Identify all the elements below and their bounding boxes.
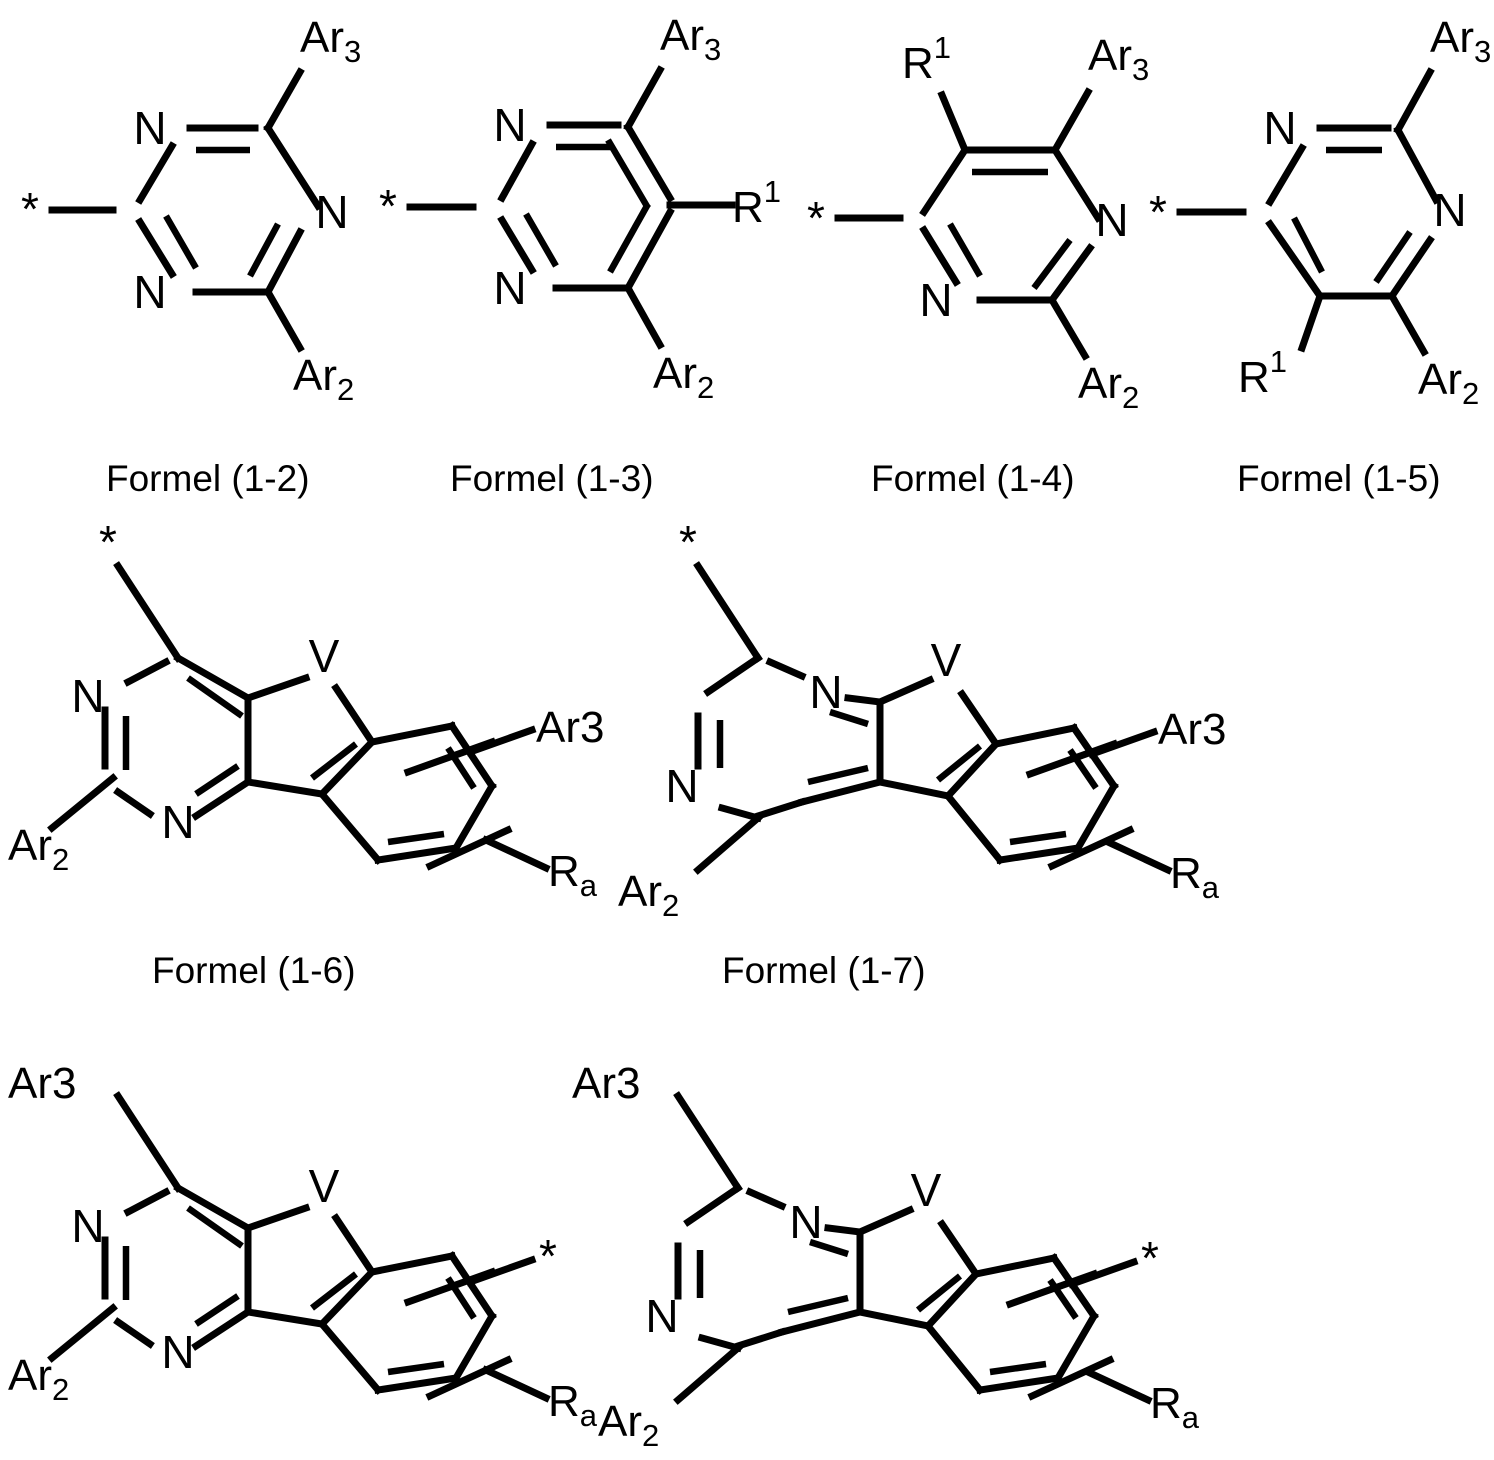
caption-formel-1-6: Formel (1-6) [152,950,356,991]
nitrogen-atom-label: N [919,274,952,326]
ring-bonds-five-membered [855,1205,981,1331]
nitrogen-atom-label: N [789,1196,822,1248]
structure-formel-1-3: N N * Ar3 R1 Ar2 [360,0,781,430]
v-atom-label: V [309,1160,340,1212]
attachment-point-asterisk: * [807,192,825,244]
attachment-point-asterisk: * [679,516,697,568]
attachment-point-asterisk: * [21,183,39,235]
ring-bonds-pyrazine [674,1183,865,1353]
ar2-label: Ar2 [598,1397,659,1453]
caption-formel-1-4: Formel (1-4) [871,458,1075,499]
ar3-label: Ar3 [660,11,721,67]
substituent-bonds [406,65,736,350]
ar2-label: Ar2 [1418,355,1479,411]
ar3-label: Ar3 [536,703,604,752]
structure-formel-1-2: N N N * Ar3 Ar2 [0,0,380,430]
structure-formel-1-7: N N V * Ar2 Ar3 Ra [580,516,1226,930]
ring-bonds-benzene [317,1251,497,1395]
ar3-label: Ar3 [1430,13,1491,69]
ring-bonds-triazine [135,123,323,297]
structure-formel-1-4: N N * R1 Ar3 Ar2 [790,0,1190,430]
v-atom-label: V [931,634,962,686]
attachment-point-asterisk: * [1149,186,1167,238]
attachment-point-asterisk: * [379,180,397,232]
nitrogen-atom-label: N [1263,102,1296,154]
substituent-bonds [1176,67,1435,357]
nitrogen-atom-label: N [133,102,166,154]
ar2-label: Ar2 [618,867,679,923]
ra-label: Ra [1170,849,1220,905]
attachment-point-asterisk: * [539,1230,557,1282]
ring-bonds-five-membered [243,673,377,799]
nitrogen-atom-label: N [315,186,348,238]
ring-bonds-pyrimidine [919,145,1103,305]
structure-formel-1-8: N N V Ar3 Ar2 * Ra [0,1059,640,1460]
attachment-point-asterisk: * [1141,1232,1159,1284]
nitrogen-atom-label: N [161,796,194,848]
nitrogen-atom-label: N [71,1200,104,1252]
ar2-label: Ar2 [1078,359,1139,415]
ar3-label: Ar3 [300,13,361,69]
v-atom-label: V [309,630,340,682]
substituent-bonds [47,1091,551,1403]
ar3-label: Ar3 [8,1059,76,1108]
substituent-bonds [47,561,551,873]
ar2-label: Ar2 [653,349,714,405]
nitrogen-atom-label: N [493,99,526,151]
ar3-label: Ar3 [572,1059,640,1108]
structure-formel-1-6: N N V * Ar2 Ar3 Ra [0,516,640,930]
structure-formel-1-5: N N * Ar3 R1 Ar2 [1130,0,1494,430]
nitrogen-atom-label: N [161,1326,194,1378]
caption-formel-1-3: Formel (1-3) [450,458,654,499]
ra-label: Ra [1150,1379,1200,1435]
caption-formel-1-5: Formel (1-5) [1237,458,1441,499]
caption-formel-1-7: Formel (1-7) [722,950,926,991]
nitrogen-atom-label: N [1433,184,1466,236]
ring-bonds-benzene [943,723,1119,865]
ring-bonds-five-membered [875,675,1001,801]
substituent-bonds [693,561,1173,875]
attachment-point-asterisk: * [99,516,117,568]
ar2-label: Ar2 [8,821,69,877]
ring-bonds-pyrimidine [1265,124,1441,301]
ar3-label: Ar3 [1158,705,1226,754]
ra-label: Ra [548,1377,598,1433]
ring-bonds-five-membered [243,1203,377,1329]
ring-bonds-pyrimidine [101,1183,253,1351]
structure-formel-1-9: N N V Ar3 Ar2 * Ra [560,1059,1200,1460]
ring-bonds-pyrimidine [497,121,675,293]
nitrogen-atom-label: N [133,266,166,318]
ar3-label: Ar3 [1088,31,1149,87]
substituent-bonds [834,87,1093,361]
nitrogen-atom-label: N [665,760,698,812]
ra-label: Ra [548,847,598,903]
substituent-bonds [48,67,305,353]
r1-label: R1 [1238,344,1287,402]
nitrogen-atom-label: N [645,1290,678,1342]
substituent-bonds [673,1091,1153,1405]
ring-bonds-benzene [317,721,497,865]
v-atom-label: V [911,1164,942,1216]
nitrogen-atom-label: N [1095,194,1128,246]
ring-bonds-pyrazine [694,653,885,823]
caption-formel-1-2: Formel (1-2) [106,458,310,499]
r1-label: R1 [902,30,951,88]
nitrogen-atom-label: N [493,262,526,314]
ar2-label: Ar2 [8,1351,69,1407]
r1-label: R1 [732,174,781,232]
nitrogen-atom-label: N [809,666,842,718]
nitrogen-atom-label: N [71,670,104,722]
ring-bonds-pyrimidine [101,653,253,821]
ar2-label: Ar2 [293,351,354,407]
